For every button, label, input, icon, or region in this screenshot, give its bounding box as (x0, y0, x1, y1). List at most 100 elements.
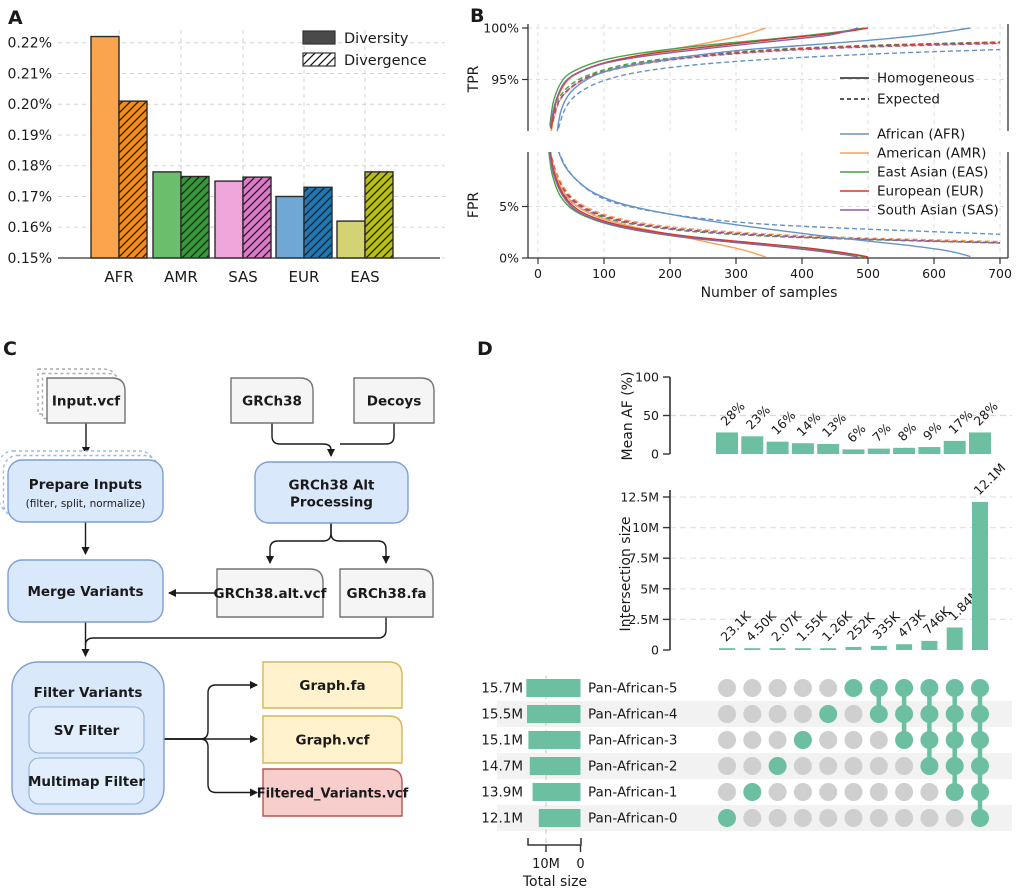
node-label: Decoys (367, 394, 421, 410)
matrix-dot-active (869, 705, 888, 723)
legend-label-divergence: Divergence (344, 53, 427, 69)
matrix-dot-inactive (895, 783, 914, 801)
total-size-value: 12.1M (481, 811, 523, 827)
legend-label: South Asian (SAS) (877, 203, 999, 219)
total-size-value: 13.9M (481, 785, 523, 801)
tpr-axis-label: TPR (466, 65, 482, 93)
total-size-bar (526, 679, 581, 697)
node-grch38 (230, 377, 314, 424)
series-EAS-solid (548, 152, 865, 258)
matrix-dot-inactive (793, 783, 812, 801)
x-category-label: SAS (228, 268, 258, 286)
matrix-dot-active (971, 809, 989, 827)
y-tick-label: 0.20% (8, 97, 52, 113)
matrix-dot-active (920, 679, 939, 697)
intersection-bar (719, 648, 735, 650)
total-size-axis-label: Total size (522, 874, 587, 890)
intersection-tick-label: 2.5M (628, 612, 659, 627)
series-AFR-solid (556, 27, 971, 131)
matrix-dot-inactive (819, 757, 838, 775)
matrix-dot-inactive (743, 809, 762, 827)
matrix-dot-inactive (768, 705, 787, 723)
mean-af-value-label: 9% (920, 418, 945, 443)
mean-af-bar (716, 432, 738, 454)
y-tick-label: 5% (499, 199, 519, 214)
legend-label: East Asian (EAS) (877, 165, 988, 181)
matrix-dot-inactive (718, 757, 736, 775)
total-size-bar (527, 705, 581, 723)
matrix-dot-inactive (768, 731, 787, 749)
edge-decoys-to-alt_processing (340, 423, 395, 445)
total-size-tick-label: 0 (576, 857, 584, 872)
edge-alt_processing-to-grch38_alt_vcf (266, 523, 332, 564)
matrix-dot-active (793, 731, 812, 749)
node-grch38_alt_vcf (216, 568, 324, 618)
mean-af-tick-label: 0 (651, 447, 659, 462)
mean-af-bar (842, 449, 865, 454)
node-alt_processing (254, 461, 409, 524)
x-category-label: EUR (289, 268, 320, 286)
legend-label: American (AMR) (877, 146, 986, 162)
matrix-dot-inactive (743, 731, 762, 749)
matrix-dot-inactive (895, 757, 914, 775)
x-tick-label: 500 (856, 266, 880, 281)
matrix-dot-active (895, 679, 914, 697)
edge-filter_variants-to-graph_fa (164, 681, 258, 740)
matrix-dot-active (971, 705, 989, 723)
x-tick-label: 700 (988, 266, 1012, 281)
matrix-dot-active (945, 731, 964, 749)
matrix-dot-inactive (793, 809, 812, 827)
node-label: GRCh38.alt.vcf (214, 586, 327, 602)
panel-a-bar-chart: 0.15%0.16%0.17%0.18%0.19%0.20%0.21%0.22%… (8, 30, 445, 286)
matrix-dot-active (895, 731, 914, 749)
intersection-bar (845, 646, 862, 650)
matrix-dot-inactive (869, 731, 888, 749)
bar-divergence-hatch (180, 175, 210, 259)
y-tick-label: 0.17% (8, 189, 52, 205)
node-sv_filter (28, 706, 145, 754)
node-graph_vcf (262, 715, 403, 764)
matrix-dot-inactive (743, 679, 762, 697)
x-category-label: EAS (350, 268, 379, 286)
mean-af-tick-label: 50 (643, 408, 659, 423)
panel-label-d: D (477, 338, 493, 360)
matrix-dot-active (743, 783, 762, 801)
node-label-line2: Processing (290, 495, 373, 511)
matrix-dot-inactive (920, 809, 939, 827)
y-tick-label: 0.19% (8, 128, 52, 144)
intersection-tick-label: 0 (651, 643, 659, 658)
total-size-value: 15.1M (481, 733, 523, 749)
node-sublabel: (filter, split, normalize) (26, 498, 146, 510)
legend-label: Expected (877, 92, 940, 108)
mean-af-bar (969, 432, 991, 454)
legend-label-diversity: Diversity (344, 31, 409, 47)
panel-label-a: A (8, 7, 23, 29)
mean-af-bar (741, 436, 764, 454)
mean-af-tick-label: 100 (635, 370, 659, 385)
x-tick-label: 100 (592, 266, 616, 281)
node-label: Graph.fa (299, 678, 365, 694)
node-decoys (353, 377, 435, 424)
mean-af-value-label: 8% (895, 419, 920, 444)
node-graph_fa (262, 661, 403, 709)
y-tick-label: 100% (483, 21, 519, 36)
legend-swatch-divergence (302, 52, 336, 67)
matrix-dot-inactive (743, 757, 762, 775)
intersection-bar (870, 645, 887, 650)
total-size-value: 14.7M (481, 759, 523, 775)
matrix-dot-active (971, 679, 989, 697)
set-name-label: Pan-African-2 (588, 759, 677, 775)
panel-label-b: B (470, 5, 484, 27)
x-tick-label: 0 (534, 266, 542, 281)
bar-divergence-hatch (364, 171, 394, 259)
matrix-dot-inactive (768, 809, 787, 827)
y-tick-label: 0.21% (8, 66, 52, 82)
mean-af-value-label: 7% (869, 420, 894, 445)
intersection-size-axis-label: Intersection size (618, 517, 634, 632)
intersection-bar (769, 648, 786, 650)
matrix-dot-active (920, 705, 939, 723)
y-tick-label: 0.16% (8, 220, 52, 236)
